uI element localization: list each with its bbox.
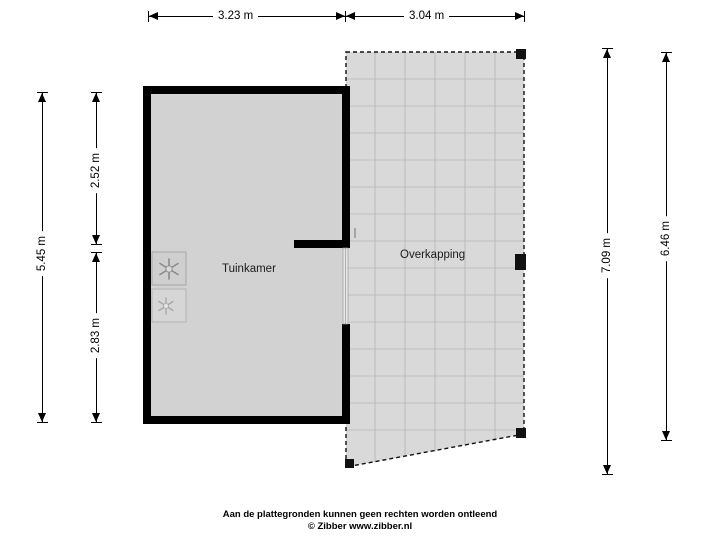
dimension-label-top-left: 3.23 m (213, 10, 259, 22)
dimension-arrow-right-inner-top (603, 49, 611, 58)
dimension-label-left-outer: 5.45 m (36, 231, 48, 277)
dimension-tick-left-outer-top (37, 92, 48, 93)
dimension-tick-right-outer-bottom (661, 440, 672, 441)
dimension-label-right-outer: 6.46 m (660, 216, 672, 262)
furniture-icons (151, 251, 187, 323)
dimension-tick-top-left-start (148, 11, 149, 22)
dimension-label-left-inner-bottom: 2.83 m (90, 313, 102, 359)
dimension-arrow-right-outer-top (662, 53, 670, 62)
sliding-door (342, 247, 349, 325)
dimension-tick-top-right-end (524, 11, 525, 22)
post-bottom-right (516, 428, 526, 438)
dimension-arrow-left-outer-top (38, 93, 46, 102)
dimension-tick-right-inner-bottom (602, 474, 613, 475)
dimension-arrow-left-inner-top-up (92, 93, 100, 102)
dimension-arrow-left-inner-bottom-up (92, 253, 100, 262)
footer-disclaimer: Aan de plattegronden kunnen geen rechten… (222, 509, 498, 520)
post-mid-right (515, 254, 526, 270)
dimension-tick-left-inner-b (91, 244, 102, 245)
dimension-arrow-right-outer-bottom (662, 431, 670, 440)
dimension-arrow-top-right-start (346, 12, 355, 20)
dimension-label-top-right: 3.04 m (404, 10, 450, 22)
dimension-tick-left-inner-c (91, 252, 102, 253)
dimension-label-right-inner: 7.09 m (601, 233, 613, 279)
dimension-tick-right-inner-top (602, 48, 613, 49)
post-bottom-left (345, 459, 354, 468)
dimension-arrow-left-inner-bottom-down (92, 413, 100, 422)
dimension-tick-right-outer-top (661, 52, 672, 53)
dimension-tick-left-inner-a (91, 92, 102, 93)
dimension-arrow-top-left-start (149, 12, 158, 20)
room-label-tuinkamer: Tuinkamer (222, 263, 276, 275)
dimension-arrow-top-right-end (515, 12, 524, 20)
footer: Aan de plattegronden kunnen geen rechten… (0, 509, 720, 533)
post-top-right (516, 49, 526, 59)
dimension-tick-left-inner-d (91, 422, 102, 423)
dimension-label-left-inner-top: 2.52 m (90, 148, 102, 194)
room-label-overkapping: Overkapping (400, 249, 466, 261)
dimension-tick-left-outer-bottom (37, 422, 48, 423)
overkapping-grid (346, 52, 524, 462)
dimension-arrow-left-inner-top-down (92, 235, 100, 244)
dimension-arrow-left-outer-bottom (38, 413, 46, 422)
footer-copyright: © Zibber www.zibber.nl (307, 521, 413, 532)
tuinkamer-walls (143, 86, 350, 424)
dimension-arrow-top-left-end (336, 12, 345, 20)
dimension-arrow-right-inner-bottom (603, 465, 611, 474)
